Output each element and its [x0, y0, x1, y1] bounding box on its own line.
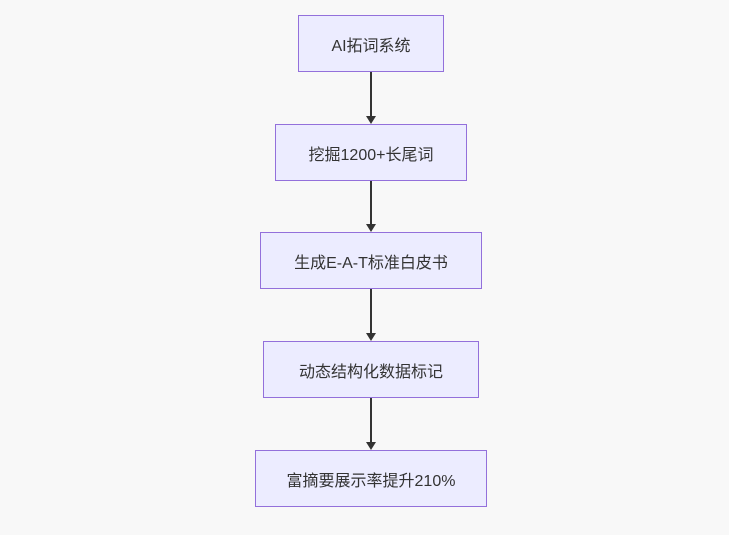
- flow-node-mine-longtail-keywords: 挖掘1200+长尾词: [275, 124, 467, 181]
- arrowhead-down-icon: [366, 442, 376, 450]
- flow-node-generate-eat-whitepaper: 生成E-A-T标准白皮书: [260, 232, 482, 289]
- arrow-shaft: [370, 289, 372, 334]
- flow-arrow-1: [366, 72, 376, 124]
- arrow-shaft: [370, 181, 372, 225]
- flow-node-label: 动态结构化数据标记: [298, 363, 443, 381]
- flow-arrow-2: [366, 181, 376, 232]
- arrowhead-down-icon: [366, 333, 376, 341]
- flow-node-rich-snippet-rate-increase: 富摘要展示率提升210%: [255, 450, 487, 507]
- flow-node-label: AI拓词系统: [331, 37, 411, 55]
- arrow-shaft: [370, 398, 372, 443]
- flow-arrow-3: [366, 289, 376, 341]
- flow-arrow-4: [366, 398, 376, 450]
- flow-node-label: 富摘要展示率提升210%: [286, 472, 456, 490]
- arrowhead-down-icon: [366, 224, 376, 232]
- flow-node-label: 挖掘1200+长尾词: [308, 146, 434, 164]
- flow-node-label: 生成E-A-T标准白皮书: [294, 254, 448, 272]
- arrowhead-down-icon: [366, 116, 376, 124]
- flow-node-dynamic-structured-data-markup: 动态结构化数据标记: [263, 341, 479, 398]
- flow-node-ai-word-expansion-system: AI拓词系统: [298, 15, 444, 72]
- arrow-shaft: [370, 72, 372, 117]
